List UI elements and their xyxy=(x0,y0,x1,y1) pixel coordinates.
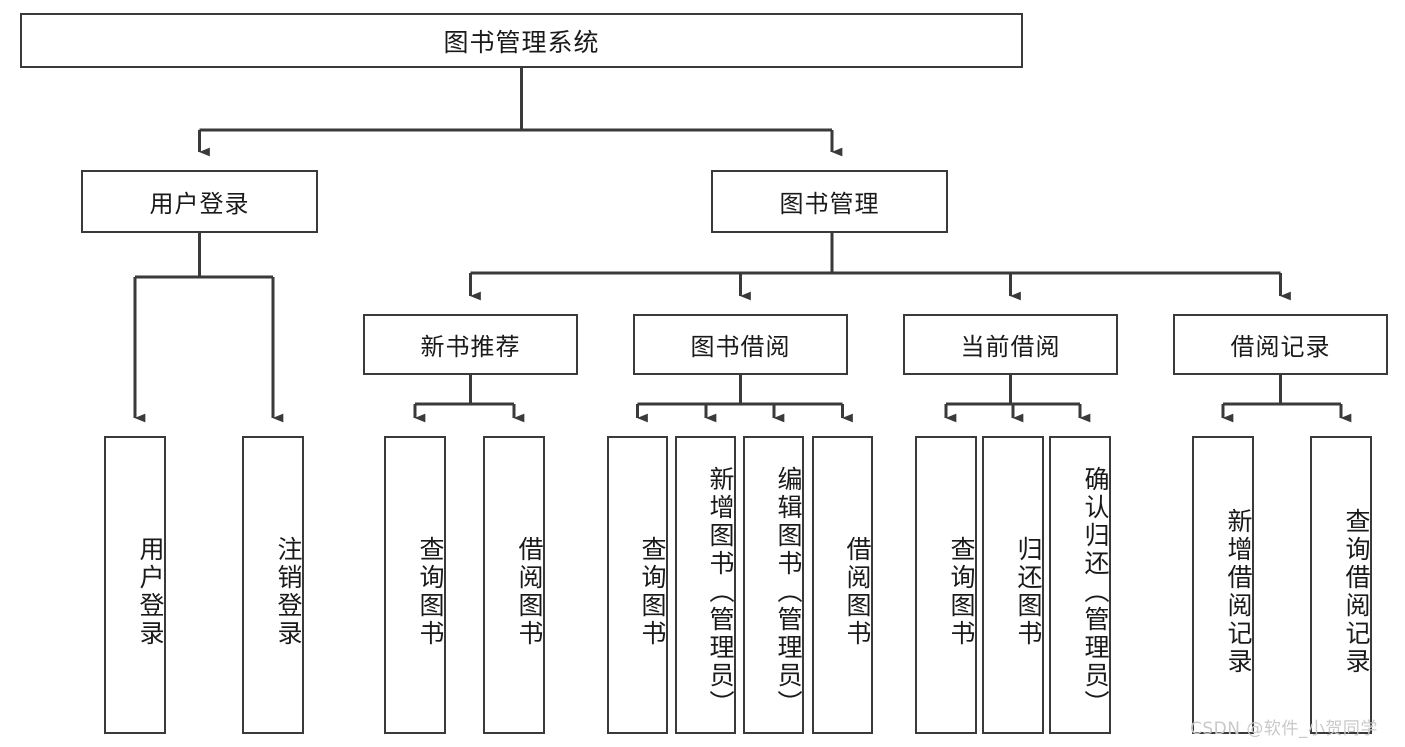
node-current-borrow[interactable]: 当前借阅 xyxy=(903,314,1118,375)
node-borrow-record[interactable]: 借阅记录 xyxy=(1173,314,1388,375)
leaf-current-borrow-return[interactable]: 归还图书 xyxy=(982,436,1044,734)
node-label: 查询图书 xyxy=(416,536,444,648)
node-label: 新增图书（管理员） xyxy=(706,466,734,718)
leaf-book-borrow-edit[interactable]: 编辑图书（管理员） xyxy=(743,436,804,734)
node-new-book-recommend[interactable]: 新书推荐 xyxy=(363,314,578,375)
leaf-book-borrow-borrow[interactable]: 借阅图书 xyxy=(812,436,873,734)
node-label: 借阅图书 xyxy=(515,536,543,648)
node-user-login[interactable]: 用户登录 xyxy=(81,170,318,233)
node-label: 新增借阅记录 xyxy=(1224,508,1252,676)
node-label: 图书管理 xyxy=(779,191,880,218)
node-label: 注销登录 xyxy=(274,536,302,648)
leaf-new-book-borrow[interactable]: 借阅图书 xyxy=(483,436,545,734)
node-label: 查询借阅记录 xyxy=(1342,508,1370,676)
node-book-borrow[interactable]: 图书借阅 xyxy=(633,314,848,375)
node-label: 图书管理系统 xyxy=(443,28,600,57)
node-label: 查询图书 xyxy=(947,536,975,648)
leaf-current-borrow-confirm-return[interactable]: 确认归还（管理员） xyxy=(1049,436,1111,734)
node-label: 确认归还（管理员） xyxy=(1081,466,1109,718)
leaf-book-borrow-add[interactable]: 新增图书（管理员） xyxy=(675,436,736,734)
csdn-watermark: CSDN @软件_小贺同学 xyxy=(1190,719,1378,739)
node-label: 归还图书 xyxy=(1014,536,1042,648)
leaf-borrow-record-query[interactable]: 查询借阅记录 xyxy=(1310,436,1372,734)
node-label: 新书推荐 xyxy=(420,334,521,361)
node-book-management[interactable]: 图书管理 xyxy=(711,170,948,233)
node-label: 当前借阅 xyxy=(960,334,1061,361)
node-root-book-management-system[interactable]: 图书管理系统 xyxy=(20,13,1023,68)
node-label: 编辑图书（管理员） xyxy=(774,466,802,718)
leaf-new-book-query[interactable]: 查询图书 xyxy=(384,436,446,734)
node-label: 借阅图书 xyxy=(843,536,871,648)
leaf-borrow-record-add[interactable]: 新增借阅记录 xyxy=(1192,436,1254,734)
leaf-current-borrow-query[interactable]: 查询图书 xyxy=(915,436,977,734)
leaf-user-login-logout[interactable]: 注销登录 xyxy=(242,436,304,734)
node-label: 用户登录 xyxy=(136,536,164,648)
node-label: 查询图书 xyxy=(638,536,666,648)
leaf-book-borrow-query[interactable]: 查询图书 xyxy=(607,436,668,734)
node-label: 用户登录 xyxy=(149,191,250,218)
node-label: 借阅记录 xyxy=(1230,334,1331,361)
node-label: 图书借阅 xyxy=(690,334,791,361)
leaf-user-login-login[interactable]: 用户登录 xyxy=(104,436,166,734)
